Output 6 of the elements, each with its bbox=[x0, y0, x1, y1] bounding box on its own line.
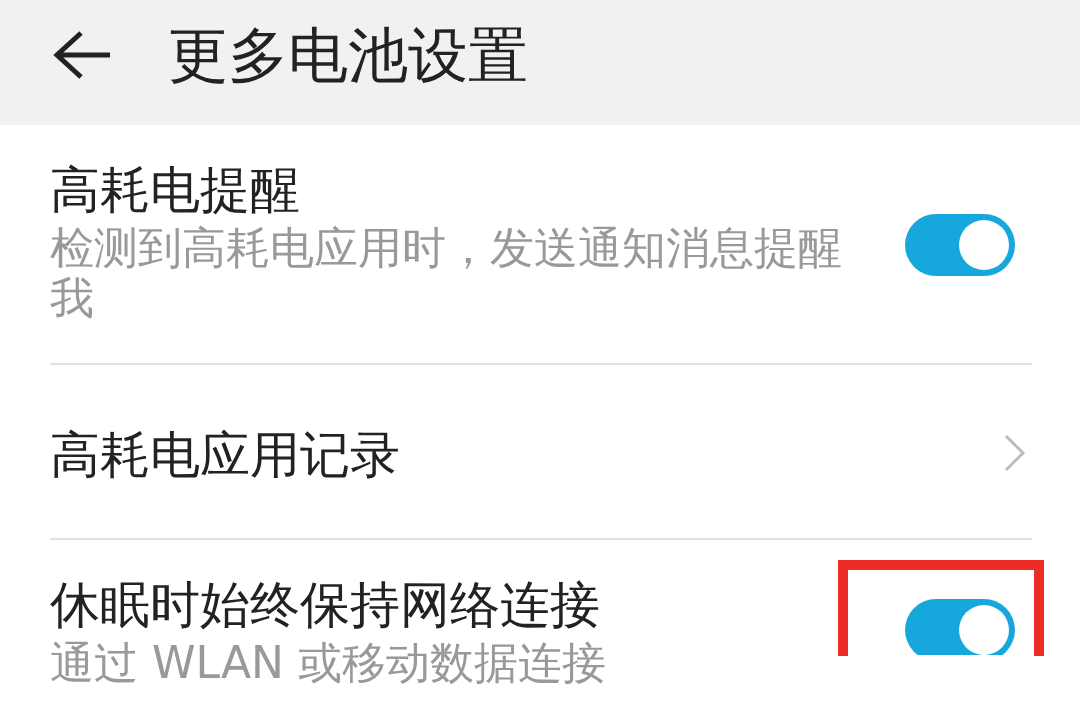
setting-title: 休眠时始终保持网络连接 bbox=[50, 575, 601, 635]
setting-title: 高耗电提醒 bbox=[50, 160, 301, 220]
setting-title: 高耗电应用记录 bbox=[50, 425, 401, 485]
setting-description: 检测到高耗电应用时，发送通知消息提醒我 bbox=[50, 223, 843, 323]
setting-description: 通过 WLAN 或移动数据连接 bbox=[50, 638, 607, 688]
page-title: 更多电池设置 bbox=[168, 20, 528, 90]
